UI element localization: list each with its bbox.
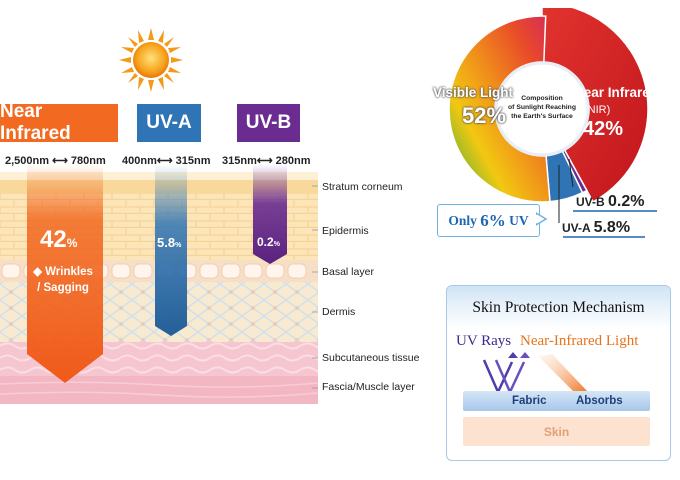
uva-arrow: [155, 164, 187, 336]
near-infrared-header: Near Infrared: [0, 101, 118, 144]
only-uv-badge: Only 6% UV: [437, 204, 540, 237]
layer-label-stratum-corneum: Stratum corneum: [322, 181, 403, 193]
layer-label-dermis: Dermis: [322, 306, 356, 318]
sunlight-donut-chart: Composition of Sunlight Reaching the Ear…: [448, 8, 649, 203]
nir-donut-sub: (NIR): [584, 104, 611, 116]
uva-wavelength: 400nm⟷ 315nm: [122, 155, 211, 167]
layer-label-epidermis: Epidermis: [322, 225, 369, 237]
uvb-penetration-value: 0.2%: [257, 235, 280, 249]
uv-callout-lines: [558, 158, 657, 238]
layer-label-fascia: Fascia/Muscle layer: [322, 381, 415, 393]
nir-light-label: Near-Infrared Light: [520, 333, 639, 349]
skin-label: Skin: [543, 424, 570, 439]
layer-label-basal: Basal layer: [322, 266, 374, 278]
uva-donut-label: UV-A 5.8%: [562, 219, 631, 236]
penetration-arrows: [27, 164, 287, 383]
uvb-header: UV-B: [237, 104, 300, 142]
svg-text:the Earth's Surface: the Earth's Surface: [511, 113, 573, 120]
visible-light-label: Visible Light: [433, 85, 514, 100]
uvb-arrow: [253, 164, 287, 264]
visible-light-value: 52%: [462, 103, 507, 128]
uva-penetration-value: 5.8%: [157, 235, 182, 250]
donut-center-text: Composition of Sunlight Reaching the Ear…: [508, 95, 576, 120]
svg-text:Composition: Composition: [521, 95, 563, 102]
skin-bar: Skin: [463, 417, 650, 446]
nir-effect-label: ◆ Wrinkles / Sagging: [33, 266, 93, 294]
reflection-arrows-icon: [482, 352, 588, 396]
uvb-donut-label: UV-B 0.2%: [576, 193, 645, 210]
nir-donut-label: Near Infrared: [574, 85, 659, 100]
nir-penetration-value: 42%: [40, 226, 78, 253]
fabric-bar: [463, 391, 650, 411]
only-uv-pointer: [536, 212, 548, 226]
nir-donut-value: 42%: [583, 118, 624, 140]
protection-title-bar: Skin Protection Mechanism: [447, 286, 670, 330]
uv-rays-label: UV Rays: [456, 333, 512, 349]
fabric-label: Fabric: [512, 395, 547, 407]
protection-title: Skin Protection Mechanism: [472, 299, 645, 316]
svg-text:of Sunlight Reaching: of Sunlight Reaching: [508, 104, 576, 111]
sun-icon: [119, 28, 183, 92]
uva-header: UV-A: [137, 104, 201, 142]
layer-label-subcutaneous: Subcutaneous tissue: [322, 352, 420, 364]
nir-arrow: [27, 164, 103, 383]
uvb-wavelength: 315nm⟷ 280nm: [222, 155, 311, 167]
absorbs-label: Absorbs: [576, 395, 623, 407]
